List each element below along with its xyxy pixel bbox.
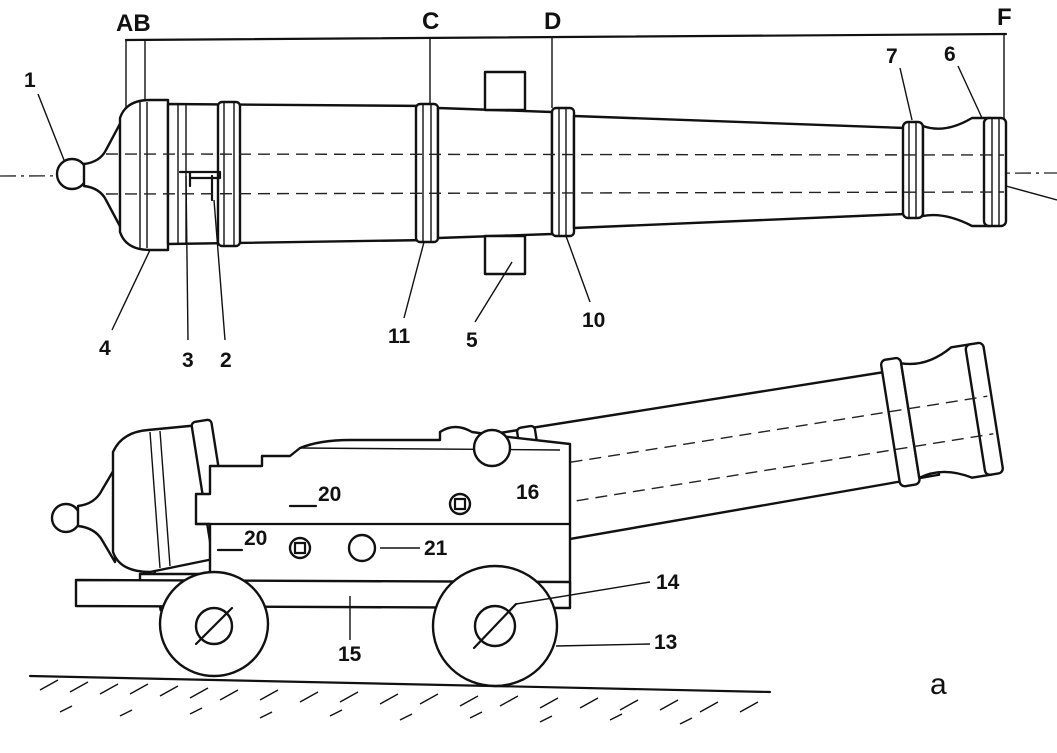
muzzle-swell <box>921 116 992 228</box>
bore-line-top <box>105 153 1005 156</box>
bore-line-bottom <box>105 191 1005 195</box>
cannon-on-carriage <box>28 341 1004 725</box>
part-label-14: 14 <box>656 571 680 594</box>
cascabel-neck <box>82 118 124 232</box>
part-label-20-upper: 20 <box>318 483 342 506</box>
part-label-20-lower: 20 <box>244 527 268 550</box>
section-label-d: D <box>544 8 562 35</box>
first-reinforce <box>166 102 432 246</box>
carriage-cheek <box>138 425 572 594</box>
part-label-21: 21 <box>424 537 448 560</box>
reinforce-ring-2 <box>216 100 242 248</box>
section-label-c: C <box>422 8 440 35</box>
part-label-5: 5 <box>466 329 478 352</box>
part-label-4: 4 <box>99 337 111 360</box>
reinforce-ring-c <box>414 102 440 244</box>
muzzle-astragal <box>901 120 925 220</box>
section-label-ab: AB <box>116 10 151 37</box>
part-label-15: 15 <box>338 643 362 666</box>
trunnion-top <box>483 70 527 112</box>
part-label-1: 1 <box>24 69 36 92</box>
ground-hatch <box>39 679 759 725</box>
second-reinforce <box>436 106 554 240</box>
part-label-10: 10 <box>582 309 606 332</box>
reinforce-ring-d <box>550 106 576 238</box>
vent-field <box>178 170 222 188</box>
part-label-2: 2 <box>220 349 232 372</box>
base-ring <box>118 98 170 252</box>
part-label-16: 16 <box>516 481 540 504</box>
part-label-7: 7 <box>886 45 898 68</box>
part-label-6: 6 <box>944 43 956 66</box>
part-label-13: 13 <box>654 631 678 654</box>
part-label-3: 3 <box>182 349 194 372</box>
chase <box>572 114 907 230</box>
part-label-11: 11 <box>388 325 411 348</box>
trunnion-cap <box>472 428 512 468</box>
axle-bolt <box>347 533 377 563</box>
dimension-line <box>124 32 1008 42</box>
trunnion-bottom <box>483 234 527 276</box>
muzzle-face <box>982 116 1008 228</box>
section-label-f: F <box>997 4 1012 31</box>
cascabel-button <box>55 157 89 191</box>
barrel-plan-view <box>0 32 1057 341</box>
figure-letter: a <box>930 668 947 701</box>
axis-extension <box>1005 185 1057 201</box>
ground-line <box>28 674 772 694</box>
